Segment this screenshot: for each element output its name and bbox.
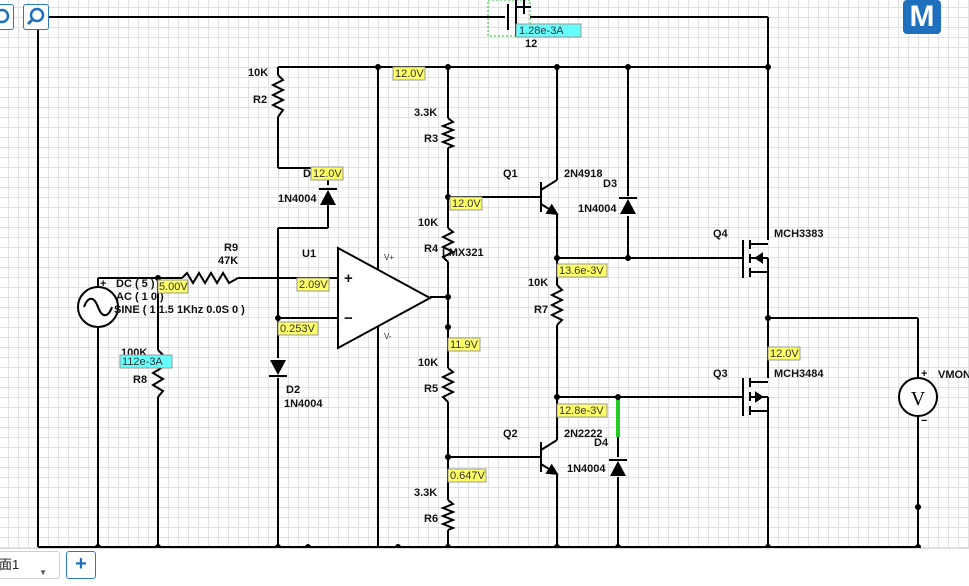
q2-name: Q2 (503, 428, 518, 440)
opamp-minus-label: − (344, 310, 353, 327)
r4-value: 10K (418, 217, 438, 229)
diode-d2[interactable] (269, 360, 287, 377)
vmon-minus: − (921, 415, 927, 427)
transistor-q2[interactable] (540, 439, 559, 476)
app-logo[interactable]: M (903, 0, 941, 34)
r3-value: 3.3K (414, 107, 437, 119)
r4-name: R4 (424, 243, 439, 255)
d4-model: 1N4004 (567, 463, 606, 475)
q2-model: 2N2222 (564, 428, 603, 440)
resistor-r5[interactable] (440, 367, 456, 403)
diode-d4[interactable] (609, 459, 627, 476)
wires (37, 16, 919, 583)
resistor-r9[interactable] (181, 271, 239, 285)
input-voltage: 5.00V (159, 281, 188, 293)
add-page-button[interactable]: + (66, 551, 96, 579)
vmon-name: VMON (938, 369, 969, 381)
r2-value: 10K (248, 67, 268, 79)
d2-name: D2 (286, 384, 300, 396)
opamp-plus-voltage: 2.09V (299, 279, 328, 291)
r7-value: 10K (528, 277, 548, 289)
q3-gate-voltage: 12.8e-3V (559, 405, 604, 417)
source-ac: AC ( 1 0 ) (116, 291, 164, 303)
top-rail-voltage: 12.0V (395, 68, 424, 80)
battery[interactable]: 12 (487, 0, 537, 50)
page-tab[interactable]: 面1 ▼ (0, 551, 60, 579)
r6-name: R6 (424, 513, 438, 525)
resistor-r3[interactable] (440, 117, 456, 149)
q3-model: MCH3484 (774, 368, 824, 380)
d1-model: 1N4004 (278, 193, 317, 205)
page-tab-label: 面1 (0, 557, 20, 572)
q4-model: MCH3383 (774, 228, 824, 240)
q2-base-voltage: 0.647V (450, 470, 486, 482)
diode-d3[interactable] (619, 197, 637, 214)
q3-name: Q3 (713, 368, 728, 380)
component-labels: 10K R2 3.3K R3 10K R4 10K R5 3.3K R6 10K… (114, 67, 969, 525)
q1-base-voltage: 12.0V (452, 198, 481, 210)
page-tab-bar (0, 548, 969, 584)
q1-model: 2N4918 (564, 168, 603, 180)
resistor-r6[interactable] (440, 499, 456, 531)
r5-value: 10K (418, 357, 438, 369)
vmon-plus: + (921, 368, 927, 380)
resistor-r2[interactable] (270, 74, 286, 118)
r9-value: 47K (218, 255, 238, 267)
r2-name: R2 (253, 94, 267, 106)
d4-name: D4 (594, 437, 609, 449)
battery-value: 12 (525, 38, 537, 50)
resistor-r7[interactable] (549, 284, 565, 326)
r9-name: R9 (224, 242, 238, 254)
zoom-out-icon (0, 8, 10, 24)
source-sine: SINE ( 1 1.5 1Khz 0.0S 0 ) (114, 304, 245, 316)
r6-value: 3.3K (414, 487, 437, 499)
resistor-r4[interactable] (440, 227, 456, 263)
d3-name: D3 (603, 178, 617, 190)
ac-source[interactable]: + (77, 278, 119, 328)
probe-labels: 1.28e-3A 12.0V 12.0V 12.0V 5.00V 2.09V 0… (119, 23, 801, 483)
r5-top-voltage: 11.9V (450, 339, 479, 351)
source-plus: + (100, 278, 106, 290)
mosfet-q3[interactable] (742, 378, 769, 416)
zoom-out-button[interactable] (0, 4, 14, 30)
u1-name: U1 (302, 248, 316, 260)
junctions (95, 64, 921, 580)
opamp-vplus-label: V+ (384, 253, 394, 262)
output-voltage: 12.0V (770, 348, 799, 360)
q1-name: Q1 (503, 168, 518, 180)
u1-model: LMX321 (442, 247, 484, 259)
mosfet-q4[interactable] (742, 240, 769, 278)
opamp-plus-label: + (344, 270, 353, 287)
d1-voltage: 12.0V (313, 168, 342, 180)
r3-name: R3 (424, 133, 438, 145)
transistor-q1[interactable] (540, 179, 559, 216)
opamp-minus-voltage: 0.253V (280, 323, 316, 335)
battery-current: 1.28e-3A (519, 25, 564, 37)
diode-d1[interactable] (319, 188, 337, 205)
opamp-vminus-label: V- (384, 332, 392, 341)
chevron-down-icon[interactable]: ▼ (39, 568, 47, 577)
q4-gate-voltage: 13.6e-3V (559, 265, 604, 277)
source-dc: DC ( 5 ) (116, 278, 155, 290)
r5-name: R5 (424, 383, 438, 395)
r8-name: R8 (133, 374, 147, 386)
vmon-symbol: V (911, 388, 926, 410)
r7-name: R7 (534, 304, 548, 316)
zoom-in-button[interactable] (23, 4, 49, 30)
d2-model: 1N4004 (284, 398, 323, 410)
r8-current: 112e-3A (122, 356, 163, 368)
d3-model: 1N4004 (578, 203, 617, 215)
opamp-u1[interactable]: + − V+ V- (337, 246, 433, 350)
zoom-in-icon (26, 7, 45, 26)
voltmeter-vmon[interactable]: V + − (898, 368, 938, 427)
q4-name: Q4 (713, 228, 729, 240)
